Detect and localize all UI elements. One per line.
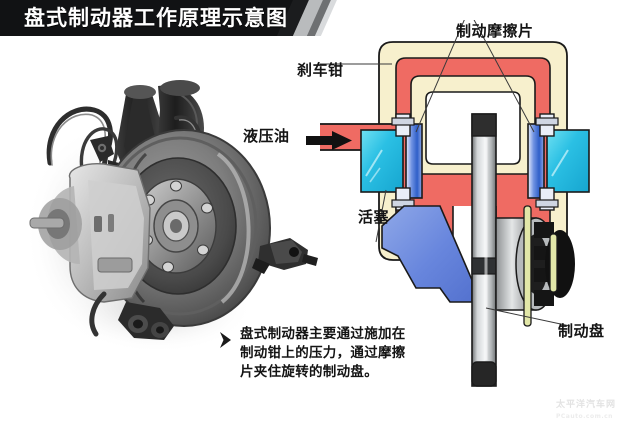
label-caliper: 刹车钳 (297, 61, 344, 79)
hub-bolt-inner (549, 233, 558, 293)
banner-background (0, 0, 300, 36)
caption-line-1: 盘式制动器主要通过施加在 (240, 326, 406, 342)
brake-disc (471, 113, 497, 387)
label-hydraulic-oil: 液压油 (243, 127, 290, 145)
title-banner: 盘式制动器工作原理示意图 (0, 0, 360, 36)
watermark-line-1: 太平洋汽车网 (556, 400, 617, 410)
wheel-hub-assembly (495, 205, 575, 327)
hub-bolt-outer (523, 205, 532, 327)
leader-lines (320, 20, 571, 327)
page-title: 盘式制动器工作原理示意图 (24, 6, 288, 30)
hydraulic-flow-arrow (306, 131, 352, 150)
caption-line-2: 制动钳上的压力，通过摩擦 (240, 345, 406, 361)
watermark-line-2: PCauto.com.cn (556, 413, 613, 420)
label-friction-pad: 制动摩擦片 (456, 22, 534, 40)
piston-right (546, 129, 590, 193)
caption-line-3: 片夹住旋转的制动盘。 (240, 364, 378, 380)
label-brake-disc: 制动盘 (558, 322, 605, 340)
caption-chevron-icon (220, 332, 231, 348)
watermark: 太平洋汽车网 PCauto.com.cn (556, 400, 616, 422)
piston-left (360, 129, 404, 193)
caption-block: 盘式制动器主要通过施加在 制动钳上的压力，通过摩擦 片夹住旋转的制动盘。 (240, 325, 430, 382)
caliper-mounting-bracket (381, 205, 473, 303)
label-piston: 活塞 (358, 208, 390, 226)
brake-assembly-photo (8, 58, 318, 358)
brake-cross-section-diagram (320, 20, 640, 410)
